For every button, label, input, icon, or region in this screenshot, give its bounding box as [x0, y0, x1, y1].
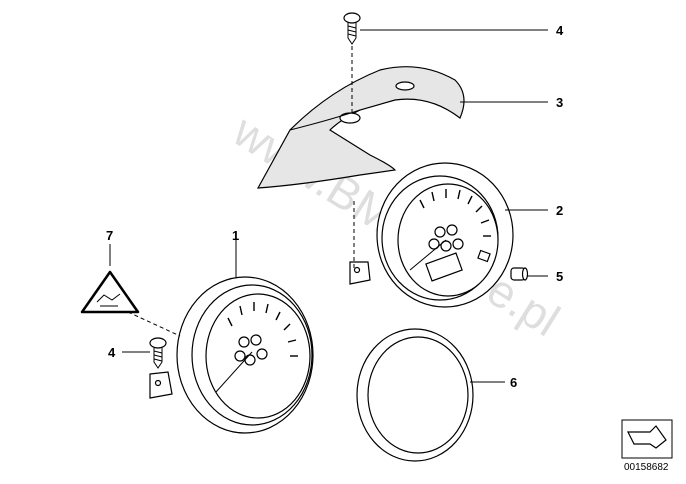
screw-top	[343, 12, 361, 45]
diagram-arrow-icon	[627, 425, 667, 449]
callout-2: 2	[556, 203, 563, 218]
callout-1: 1	[232, 228, 239, 243]
callout-3: 3	[556, 95, 563, 110]
warning-label	[80, 270, 140, 314]
instrument-shroud	[256, 66, 465, 189]
callout-5: 5	[556, 269, 563, 284]
tachometer-gauge	[349, 162, 514, 308]
trim-ring	[356, 328, 474, 462]
diagram-code: 00158682	[624, 462, 669, 473]
screw-bottom	[149, 337, 167, 369]
callout-6: 6	[510, 375, 517, 390]
callout-7: 7	[106, 228, 113, 243]
diagram-code-box: 00158682	[621, 419, 673, 473]
gauge-plug	[510, 267, 529, 281]
leader-lines	[109, 29, 548, 383]
speedometer-gauge	[149, 276, 314, 434]
callout-4-bottom: 4	[108, 345, 116, 360]
callout-4-top: 4	[556, 23, 564, 38]
